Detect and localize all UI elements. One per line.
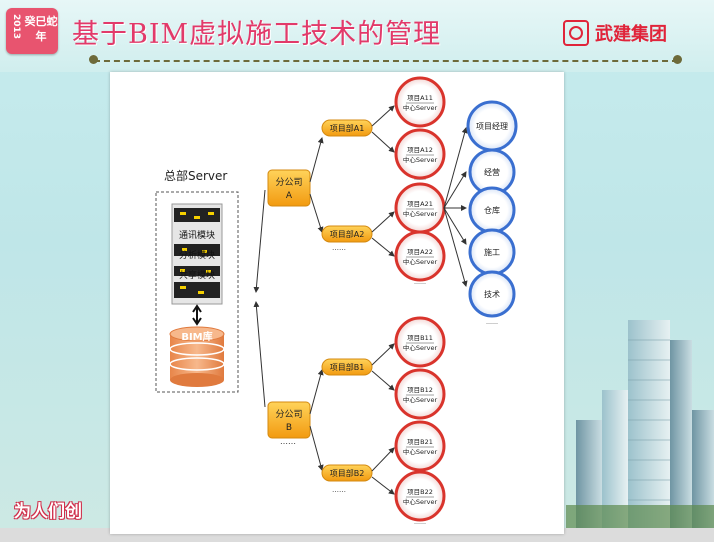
svg-text:施工: 施工 — [484, 247, 500, 257]
svg-text:项目B21: 项目B21 — [407, 438, 433, 446]
svg-text:项目部B1: 项目部B1 — [330, 362, 365, 372]
svg-text:A: A — [286, 191, 293, 201]
company-logo: 武建集团 — [563, 20, 667, 46]
network-diagram: 总部Server 通讯模块 分析模块 共享模块 BIM — [155, 76, 518, 526]
svg-text:中心Server: 中心Server — [403, 257, 438, 266]
svg-text:项目部A1: 项目部A1 — [330, 123, 365, 133]
svg-text:项目A12: 项目A12 — [407, 146, 433, 154]
dept-b1: 项目部B1 — [321, 358, 373, 376]
server-node: 项目A12 中心Server — [394, 128, 446, 180]
server-node: 项目B21 中心Server — [394, 420, 446, 472]
svg-text:项目部B2: 项目部B2 — [330, 468, 365, 478]
svg-text:项目B11: 项目B11 — [407, 334, 433, 342]
svg-text:项目B12: 项目B12 — [407, 386, 433, 394]
server-node: 项目A21 中心Server — [394, 182, 446, 234]
building-illustration — [566, 320, 714, 528]
svg-text:中心Server: 中心Server — [403, 447, 438, 456]
svg-text:项目A22: 项目A22 — [407, 248, 433, 256]
module-share: 共享模块 — [179, 269, 215, 281]
rack-unit — [174, 208, 220, 222]
logo-text: 武建集团 — [595, 24, 667, 45]
role-node: 施工 — [468, 228, 516, 276]
svg-text:中心Server: 中心Server — [403, 103, 438, 112]
divider-dot-left — [89, 55, 98, 64]
svg-text:技术: 技术 — [484, 289, 500, 299]
svg-text:中心Server: 中心Server — [403, 497, 438, 506]
server-node: 项目B11 中心Server — [394, 316, 446, 368]
svg-text:项目A21: 项目A21 — [407, 200, 433, 208]
svg-text:B: B — [286, 423, 292, 433]
svg-text:项目经理: 项目经理 — [476, 121, 508, 131]
server-node: 项目A11 中心Server — [394, 76, 446, 128]
svg-text:项目B22: 项目B22 — [407, 488, 433, 496]
branch-a: 分公司 A — [267, 169, 311, 207]
svg-text:经营: 经营 — [484, 167, 500, 177]
server-node: 项目B12 中心Server — [394, 368, 446, 420]
rack-unit — [174, 282, 220, 298]
divider-dot-right — [673, 55, 682, 64]
svg-text:项目部A2: 项目部A2 — [330, 229, 365, 239]
logo-icon — [563, 20, 589, 46]
rack-unit — [174, 266, 220, 276]
svg-text:分公司: 分公司 — [275, 409, 302, 420]
module-analysis: 分析模块 — [179, 249, 215, 261]
diagram-panel: 总部Server 通讯模块 分析模块 共享模块 BIM — [110, 72, 564, 534]
svg-text:中心Server: 中心Server — [403, 209, 438, 218]
svg-text:分公司: 分公司 — [275, 177, 302, 188]
svg-text:中心Server: 中心Server — [403, 395, 438, 404]
role-ellipsis: …… — [486, 319, 498, 326]
svg-text:项目A11: 项目A11 — [407, 94, 433, 102]
dept-a1: 项目部A1 — [321, 119, 373, 137]
role-node: 技术 — [468, 270, 516, 318]
badge-year: 2013 — [11, 14, 21, 40]
hq-title: 总部Server — [164, 168, 227, 183]
svg-text:中心Server: 中心Server — [403, 155, 438, 164]
sync-arrow-icon — [192, 304, 202, 326]
dept-ellipsis: …… — [332, 486, 346, 494]
bim-database-icon — [169, 326, 225, 387]
bim-label: BIM库 — [181, 330, 212, 343]
footer-slogan: 为人们创 — [14, 502, 82, 522]
dept-a2: 项目部A2 — [321, 225, 373, 243]
server-ellipsis: …… — [414, 519, 426, 526]
role-node: 项目经理 — [466, 100, 518, 152]
hq-server-box — [155, 191, 239, 393]
server-ellipsis: …… — [414, 175, 426, 182]
title-divider — [94, 60, 678, 62]
branch-b: 分公司 B — [267, 401, 311, 439]
dept-ellipsis: …… — [332, 244, 346, 252]
server-node: 项目B22 中心Server — [394, 470, 446, 522]
server-ellipsis: …… — [414, 279, 426, 286]
server-node: 项目A22 中心Server — [394, 230, 446, 282]
badge-text: 癸巳蛇年 — [24, 15, 58, 43]
role-node: 仓库 — [468, 186, 516, 234]
dept-b2: 项目部B2 — [321, 464, 373, 482]
rack-unit — [174, 244, 220, 256]
svg-text:中心Server: 中心Server — [403, 343, 438, 352]
year-badge: 2013 癸巳蛇年 — [6, 8, 58, 54]
branch-ellipsis: …… — [280, 437, 296, 446]
svg-text:仓库: 仓库 — [484, 205, 500, 215]
module-comm: 通讯模块 — [179, 229, 215, 241]
page-title: 基于BIM虚拟施工技术的管理 — [72, 19, 442, 50]
